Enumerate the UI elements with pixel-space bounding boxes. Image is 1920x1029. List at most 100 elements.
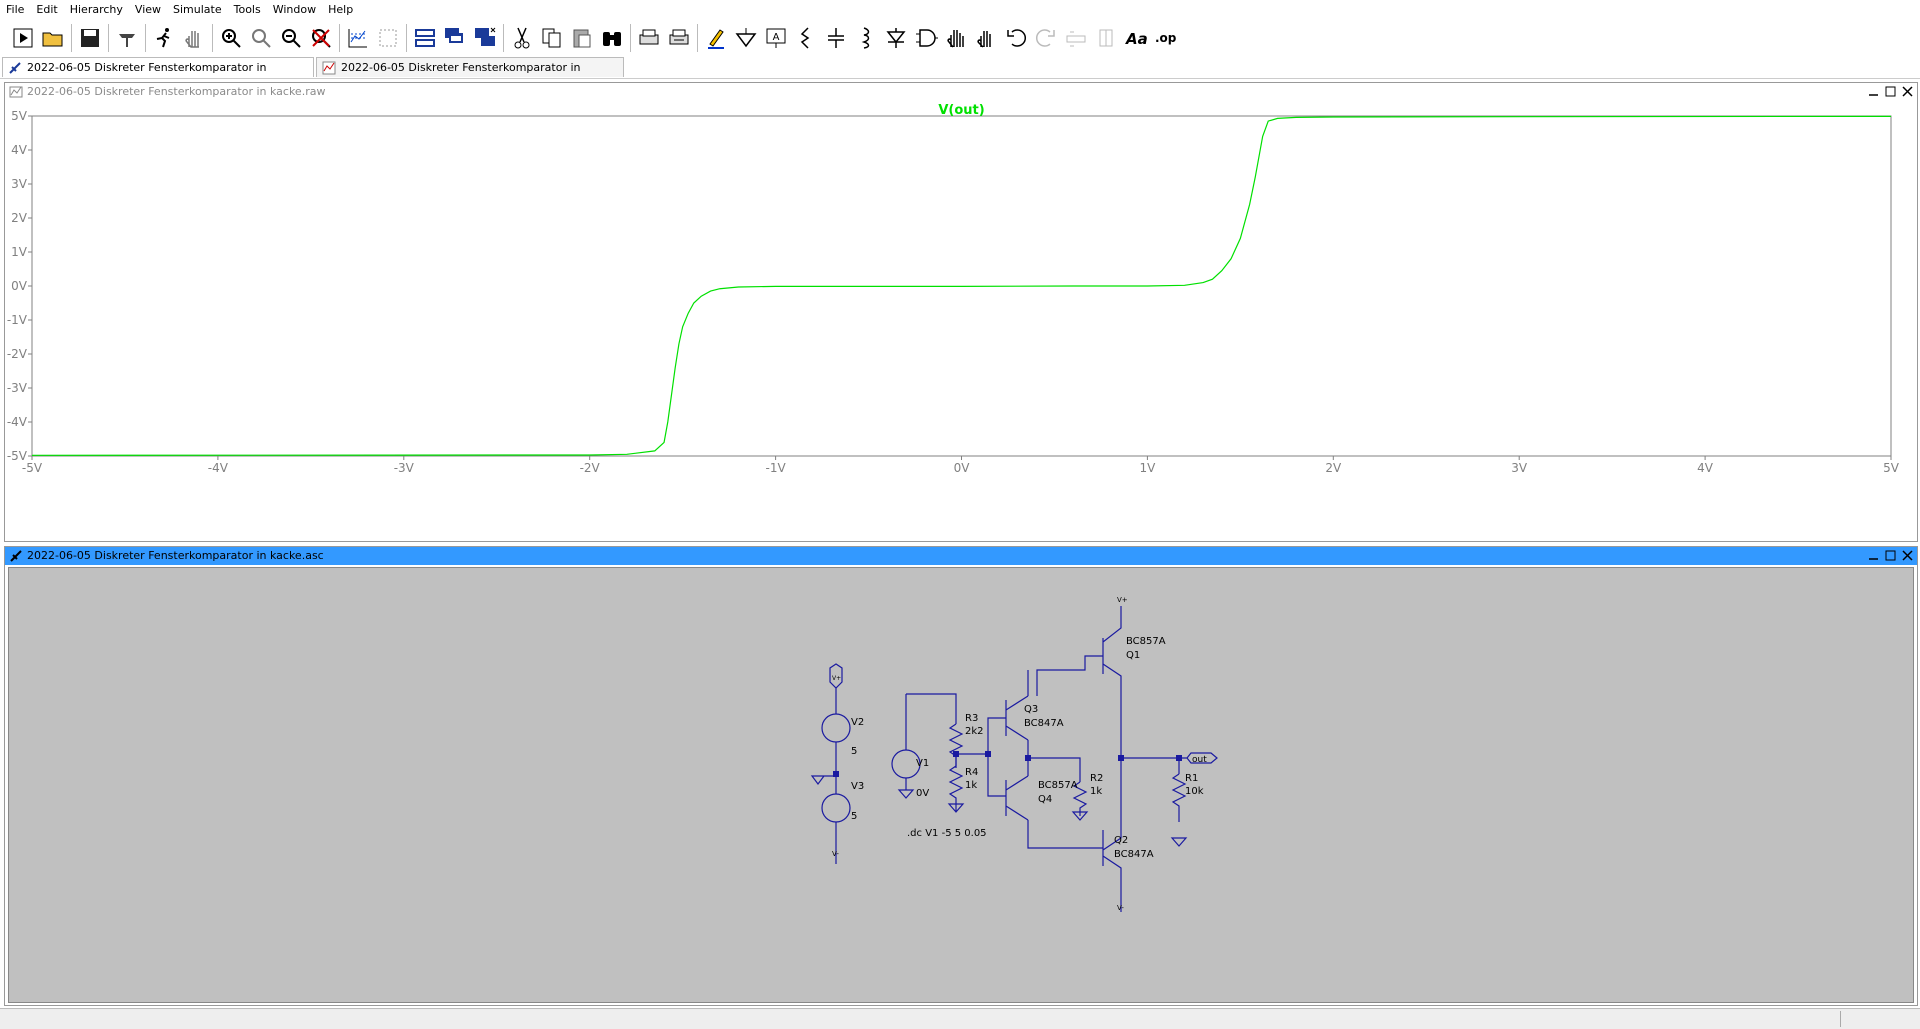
zoom-out-icon[interactable]	[278, 25, 304, 51]
move-hand-icon[interactable]	[943, 25, 969, 51]
q2-name: Q2	[1114, 835, 1128, 846]
label-net-icon[interactable]: A	[763, 25, 789, 51]
menu-edit[interactable]: Edit	[36, 3, 58, 16]
r2-name: R2	[1090, 773, 1103, 784]
document-tabs: 2022-06-05 Diskreter Fensterkomparator i…	[0, 56, 1920, 94]
text-icon[interactable]: Aa	[1123, 25, 1149, 51]
menu-tools[interactable]: Tools	[233, 3, 261, 16]
status-bar	[0, 1008, 1920, 1029]
y-tick-label: -5V	[7, 449, 28, 463]
spice-directive[interactable]: .dc V1 -5 5 0.05	[907, 828, 987, 839]
r1-name: R1	[1185, 773, 1198, 784]
tab-waveform[interactable]: 2022-06-05 Diskreter Fensterkomparator i…	[316, 57, 624, 94]
toolbar-separator	[406, 24, 407, 52]
menu-view[interactable]: View	[134, 3, 162, 16]
menu-simulate[interactable]: Simulate	[173, 3, 222, 16]
control-panel-icon[interactable]	[114, 25, 140, 51]
open-folder-icon[interactable]	[40, 25, 66, 51]
plot-settings-icon[interactable]	[375, 25, 401, 51]
schematic-window: 2022-06-05 Diskreter Fensterkomparator i…	[4, 546, 1918, 1006]
run-icon[interactable]	[10, 25, 36, 51]
v3-name: V3	[851, 781, 864, 792]
y-tick-label: -2V	[7, 347, 28, 361]
menu-window[interactable]: Window	[272, 3, 317, 16]
q4-transistor	[987, 754, 1029, 821]
minimize-icon[interactable]	[1866, 548, 1881, 563]
drag-hand-icon[interactable]	[973, 25, 999, 51]
y-tick-label: 2V	[11, 211, 28, 225]
maximize-icon[interactable]	[1883, 548, 1898, 563]
print-icon[interactable]	[636, 25, 662, 51]
x-tick-label: 5V	[1883, 461, 1900, 475]
vplus-label: V+	[832, 675, 841, 682]
find-binoculars-icon[interactable]	[599, 25, 625, 51]
series-line-vout[interactable]	[31, 115, 1892, 456]
out-label-flag	[1179, 752, 1218, 764]
capacitor-icon[interactable]	[823, 25, 849, 51]
trace-title[interactable]: V(out)	[938, 103, 984, 118]
x-tick-label: 4V	[1697, 461, 1714, 475]
menu-help[interactable]: Help	[328, 3, 354, 16]
tile-horizontal-icon[interactable]	[412, 25, 438, 51]
zoom-fit-icon[interactable]	[308, 25, 334, 51]
paste-icon[interactable]	[569, 25, 595, 51]
close-icon[interactable]	[1900, 548, 1915, 563]
zoom-in-icon[interactable]	[218, 25, 244, 51]
cascade-icon[interactable]	[442, 25, 468, 51]
inductor-icon[interactable]	[853, 25, 879, 51]
autorange-icon[interactable]	[345, 25, 371, 51]
print-setup-icon[interactable]	[666, 25, 692, 51]
close-windows-icon[interactable]	[472, 25, 498, 51]
q4-model: BC857A	[1038, 780, 1078, 791]
q2-transistor	[1102, 758, 1122, 898]
x-tick-label: -3V	[394, 461, 415, 475]
save-icon[interactable]	[77, 25, 103, 51]
cut-icon[interactable]	[509, 25, 535, 51]
v2-value: 5	[851, 746, 857, 757]
copy-icon[interactable]	[539, 25, 565, 51]
y-tick-label: 5V	[11, 109, 28, 123]
y-tick-label: 4V	[11, 143, 28, 157]
undo-icon[interactable]	[1003, 25, 1029, 51]
resistor-icon[interactable]	[793, 25, 819, 51]
x-tick-label: -5V	[22, 461, 43, 475]
halt-hand-icon[interactable]	[181, 25, 207, 51]
diode-icon[interactable]	[883, 25, 909, 51]
redo-icon[interactable]	[1033, 25, 1059, 51]
status-separator	[1840, 1011, 1841, 1027]
r3-value: 2k2	[965, 726, 984, 737]
q1-transistor	[1036, 606, 1122, 696]
component-icon[interactable]	[913, 25, 939, 51]
schematic-canvas[interactable]: BC857A Q1 Q3 BC847A BC857A Q4 Q2 BC847A …	[8, 567, 1914, 1003]
maximize-icon[interactable]	[1883, 84, 1898, 99]
v1-value: 0V	[916, 788, 929, 799]
menu-file[interactable]: File	[6, 3, 25, 16]
spice-directive-icon[interactable]: .op	[1153, 25, 1179, 51]
svg-text:Aa: Aa	[1125, 30, 1148, 48]
draw-wire-icon[interactable]	[703, 25, 729, 51]
svg-text:A: A	[773, 32, 780, 43]
close-icon[interactable]	[1900, 84, 1915, 99]
q1-name: Q1	[1126, 650, 1140, 661]
toolbar-separator	[503, 24, 504, 52]
v3-value: 5	[851, 811, 857, 822]
vminus-label: V-	[832, 850, 839, 858]
mirror-icon[interactable]	[1093, 25, 1119, 51]
ground-icon[interactable]	[733, 25, 759, 51]
r1-value: 10k	[1185, 786, 1204, 797]
q1-model: BC857A	[1126, 636, 1166, 647]
run-man-icon[interactable]	[151, 25, 177, 51]
x-tick-label: 3V	[1511, 461, 1528, 475]
menu-hierarchy[interactable]: Hierarchy	[69, 3, 123, 16]
minimize-icon[interactable]	[1866, 84, 1881, 99]
tab-schematic[interactable]: 2022-06-05 Diskreter Fensterkomparator i…	[2, 57, 314, 94]
rotate-icon[interactable]	[1063, 25, 1089, 51]
pan-icon[interactable]	[248, 25, 274, 51]
y-tick-label: 3V	[11, 177, 28, 191]
schematic-drawing: BC857A Q1 Q3 BC847A BC857A Q4 Q2 BC847A …	[810, 596, 1218, 912]
q2-model: BC847A	[1114, 849, 1154, 860]
y-tick-label: 0V	[11, 279, 28, 293]
r4-value: 1k	[965, 780, 977, 791]
y-tick-label: -3V	[7, 381, 28, 395]
